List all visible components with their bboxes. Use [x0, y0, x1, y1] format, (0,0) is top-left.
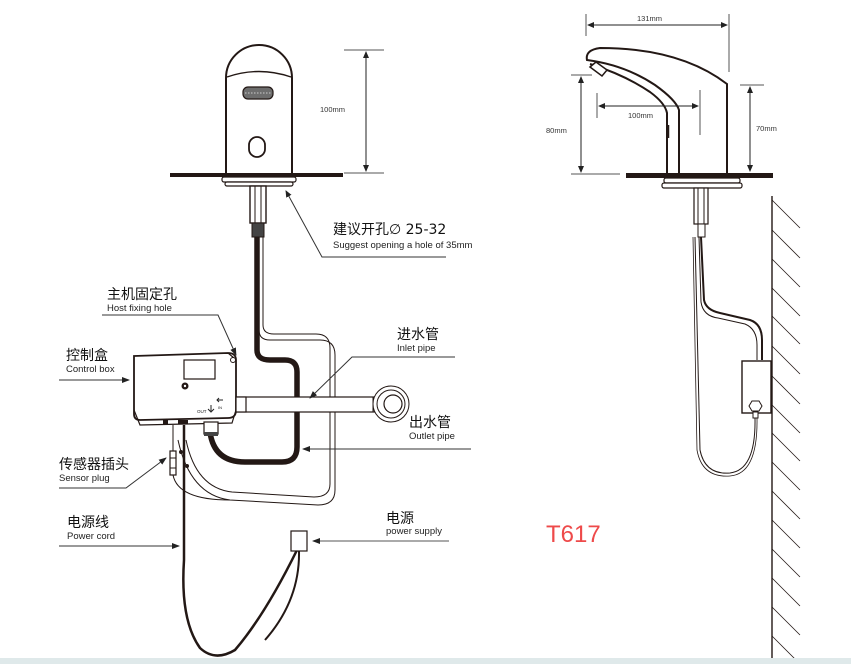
- faucet-body-front: [225, 44, 293, 173]
- hoses: [169, 237, 336, 657]
- box-out-label: OUT: [197, 409, 207, 414]
- power-supply-label-en: power supply: [386, 526, 442, 537]
- power-supply-label-cn: 电源: [386, 511, 414, 527]
- outlet-label-en: Outlet pipe: [409, 431, 455, 442]
- control-box-label-cn: 控制盒: [66, 347, 108, 364]
- label-inlet: 进水管 Inlet pipe: [309, 327, 455, 399]
- sensor-window-icon: [248, 136, 266, 158]
- front-view-faucet: 100mm: [170, 44, 384, 238]
- label-sensor-plug: 传感器插头 Sensor plug: [59, 456, 167, 489]
- front-height-dimension: 100mm: [320, 105, 345, 114]
- outlet-label-cn: 出水管: [409, 415, 451, 431]
- label-outlet: 出水管 Outlet pipe: [302, 415, 471, 452]
- inlet-label-cn: 进水管: [397, 327, 439, 343]
- hole-label-cn: 建议开孔∅ 25-32: [333, 222, 446, 238]
- side-spout-height-dimension: 80mm: [546, 126, 567, 135]
- countertop-front: [170, 173, 343, 177]
- control-box-label-en: Control box: [66, 364, 115, 375]
- label-power-supply: 电源 power supply: [312, 511, 449, 544]
- label-host-fixing: 主机固定孔 Host fixing hole: [102, 287, 237, 356]
- sensor-plug-icon: [169, 450, 177, 476]
- side-view-faucet: 131mm 80mm 100mm 70mm: [546, 14, 801, 664]
- power-cord-label-en: Power cord: [67, 531, 115, 542]
- inlet-pipe: [235, 385, 410, 423]
- out-arrow-icon: [207, 405, 215, 413]
- power-cord-label-cn: 电源线: [67, 515, 109, 531]
- box-in-label: IN: [218, 405, 222, 410]
- wall-hatching: [771, 199, 801, 664]
- hole-label-en: Suggest opening a hole of 35mm: [333, 240, 473, 251]
- power-cord: [182, 425, 299, 657]
- label-power-cord: 电源线 Power cord: [59, 515, 180, 549]
- control-box: OUT IN: [133, 352, 237, 436]
- in-arrow-icon: [216, 397, 223, 403]
- bottom-strip: [0, 658, 851, 664]
- side-width-dimension: 131mm: [637, 14, 662, 23]
- power-supply-icon: [290, 530, 308, 552]
- label-control-box: 控制盒 Control box: [59, 347, 130, 383]
- host-fixing-label-cn: 主机固定孔: [107, 287, 177, 303]
- host-fixing-label-en: Host fixing hole: [107, 303, 172, 314]
- label-hole: 建议开孔∅ 25-32 Suggest opening a hole of 35…: [285, 190, 473, 258]
- countertop-side: [626, 173, 773, 178]
- thick-hose: [207, 237, 300, 465]
- side-reach-dimension: 100mm: [628, 111, 653, 120]
- sensor-plug-label-cn: 传感器插头: [59, 456, 129, 473]
- sensor-plug-label-en: Sensor plug: [59, 473, 110, 484]
- model-code: T617: [546, 521, 601, 548]
- side-body-height-dimension: 70mm: [756, 124, 777, 133]
- inlet-label-en: Inlet pipe: [397, 343, 436, 354]
